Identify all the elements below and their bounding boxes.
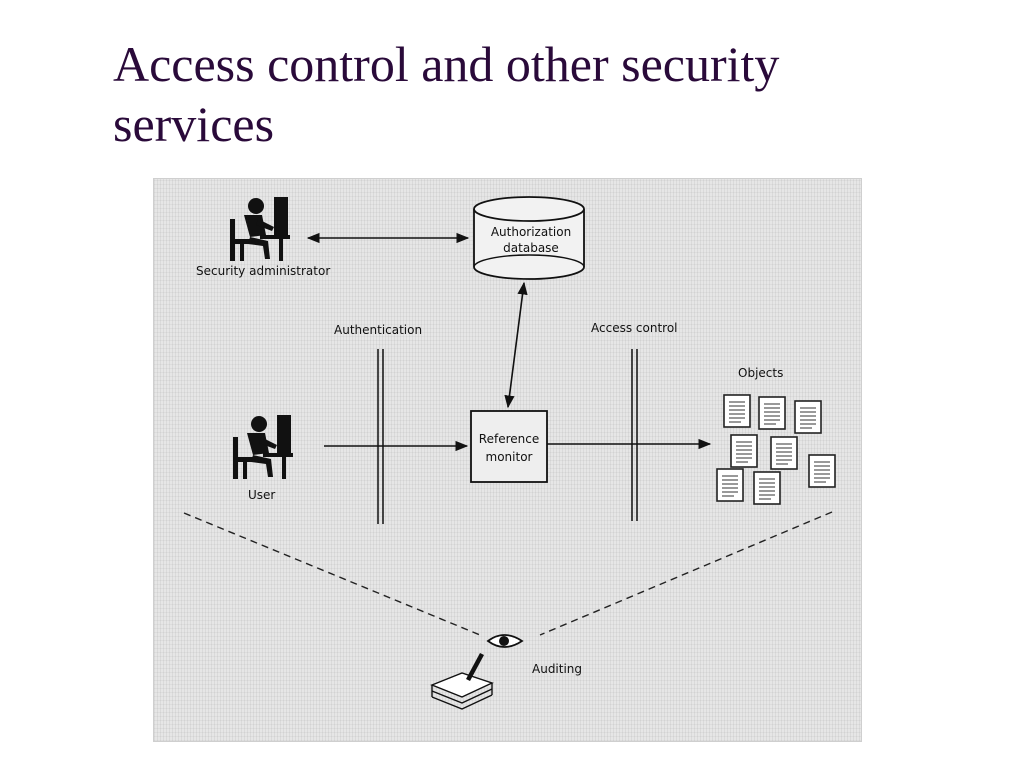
- audit-log-icon: [430, 653, 494, 710]
- auditing-dashed-line-right: [539, 511, 833, 636]
- eye-icon: [486, 634, 524, 648]
- security-administrator-label: Security administrator: [196, 264, 330, 278]
- authorization-database-label-line-1: Authorization: [491, 225, 571, 239]
- reference-monitor-label-line-2: monitor: [486, 450, 533, 464]
- authentication-label: Authentication: [334, 323, 422, 337]
- slide-title-line-2: services: [113, 96, 275, 152]
- slide-title-line-1: Access control and other security: [113, 36, 780, 92]
- auditing-label: Auditing: [532, 662, 582, 676]
- auditing-dashed-line-left: [183, 512, 481, 636]
- diagram-canvas: Security administrator Authorization dat…: [183, 196, 836, 710]
- authorization-database-label-line-2: database: [503, 241, 559, 255]
- objects-label: Objects: [738, 366, 783, 380]
- reference-monitor-box: [470, 410, 548, 483]
- access-control-label: Access control: [591, 321, 678, 335]
- security-administrator-icon: [230, 197, 290, 261]
- user-label: User: [248, 488, 275, 502]
- objects-documents-icon: [716, 394, 836, 505]
- database-monitor-arrow: [504, 281, 528, 409]
- access-control-barrier: [631, 349, 638, 521]
- access-control-diagram: Security administrator Authorization dat…: [153, 178, 862, 742]
- user-icon: [233, 415, 293, 479]
- authentication-barrier: [377, 349, 384, 524]
- reference-monitor-label-line-1: Reference: [479, 432, 539, 446]
- authorization-database-icon: [473, 196, 585, 280]
- slide-title: Access control and other security servic…: [113, 34, 993, 154]
